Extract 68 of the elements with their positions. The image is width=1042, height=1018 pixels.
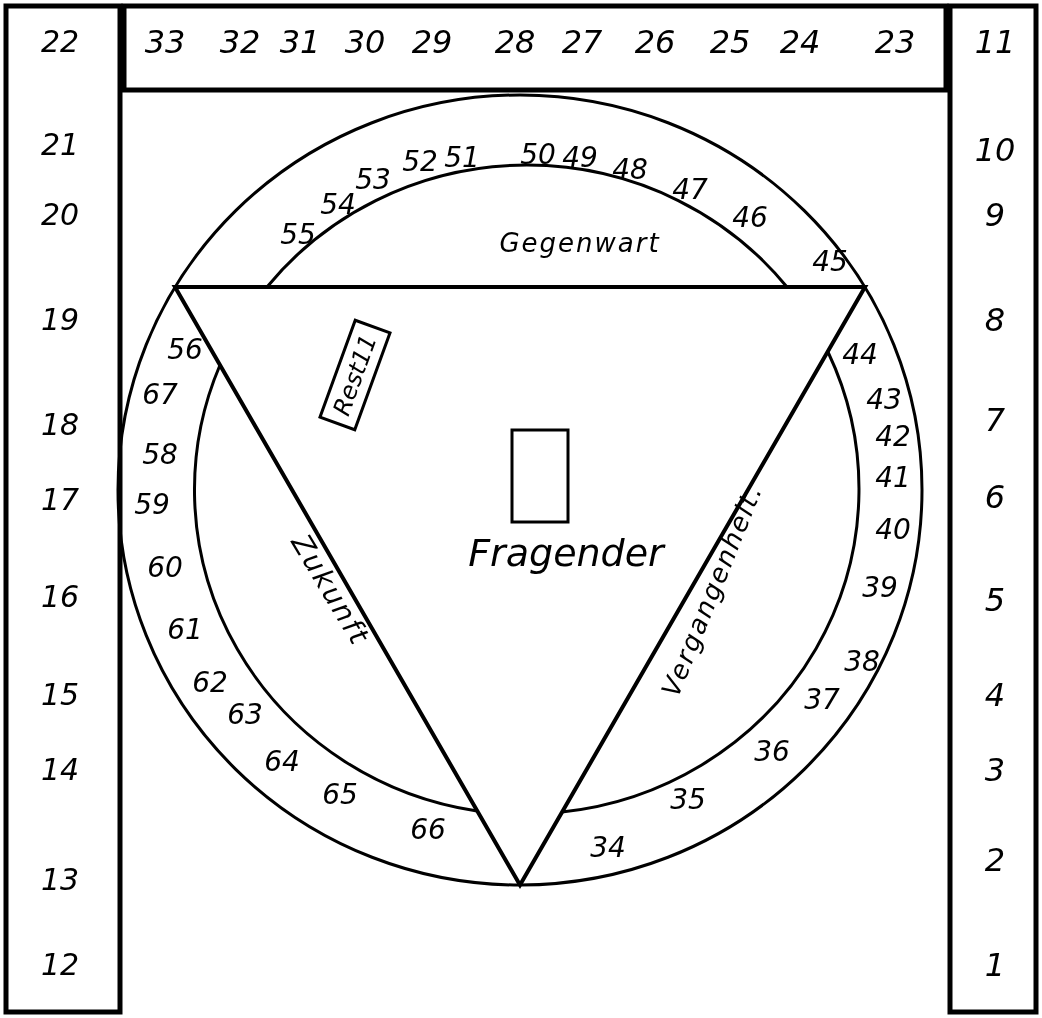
position-number: 27 [561,26,603,58]
position-number: 43 [866,386,902,414]
position-number: 20 [40,200,80,230]
position-number: 31 [279,26,321,58]
position-number: 61 [167,616,203,644]
position-number: 35 [670,786,706,814]
segment-label: Gegenwart [499,230,661,256]
position-number: 39 [862,574,898,602]
position-number: 1 [984,949,1006,981]
position-number: 36 [754,738,790,766]
card-box [318,318,392,432]
position-number: 58 [142,441,178,469]
position-number: 42 [875,423,911,451]
position-number: 4 [984,679,1006,711]
position-number: 22 [40,27,80,57]
position-number: 64 [264,748,300,776]
position-number: 16 [40,582,80,612]
position-number: 49 [562,144,598,172]
position-number: 25 [709,26,751,58]
position-number: 3 [984,754,1006,786]
position-number: 30 [344,26,386,58]
position-number: 48 [612,156,648,184]
position-number: 28 [494,26,536,58]
position-number: 6 [984,481,1006,513]
position-number: 59 [134,491,170,519]
position-number: 17 [40,485,80,515]
position-number: 32 [219,26,261,58]
position-number: 54 [320,191,356,219]
position-number: 12 [40,950,80,980]
position-number: 52 [402,148,438,176]
position-number: 50 [520,141,556,169]
position-number: 8 [984,304,1006,336]
position-number: 41 [875,464,911,492]
position-number: 5 [984,584,1006,616]
position-number: 40 [875,516,911,544]
position-number: 23 [874,26,916,58]
position-number: 2 [984,844,1006,876]
position-number: 29 [411,26,453,58]
position-number: 34 [590,834,626,862]
position-number: 13 [40,865,80,895]
position-number: 60 [147,554,183,582]
position-number: 45 [812,248,848,276]
position-number: 15 [40,680,80,710]
position-number: 53 [355,166,391,194]
position-number: 67 [142,381,178,409]
position-number: 14 [40,755,80,785]
position-number: 10 [974,134,1016,166]
position-number: 51 [444,144,480,172]
position-number: 65 [322,781,358,809]
position-number: 7 [984,404,1006,436]
position-number: 9 [984,199,1006,231]
position-number: 56 [167,336,203,364]
position-number: 38 [844,648,880,676]
position-number: 18 [40,410,80,440]
position-number: 33 [144,26,186,58]
position-number: 21 [40,130,80,160]
position-number: 11 [974,26,1016,58]
position-number: 24 [779,26,821,58]
position-number: 66 [410,816,446,844]
position-number: 62 [192,669,228,697]
position-number: 44 [842,341,878,369]
position-number: 47 [672,176,708,204]
position-number: 37 [804,686,840,714]
position-number: 26 [634,26,676,58]
position-number: 55 [280,221,316,249]
position-number: 63 [227,701,263,729]
position-number: 46 [732,204,768,232]
position-number: 19 [40,305,80,335]
